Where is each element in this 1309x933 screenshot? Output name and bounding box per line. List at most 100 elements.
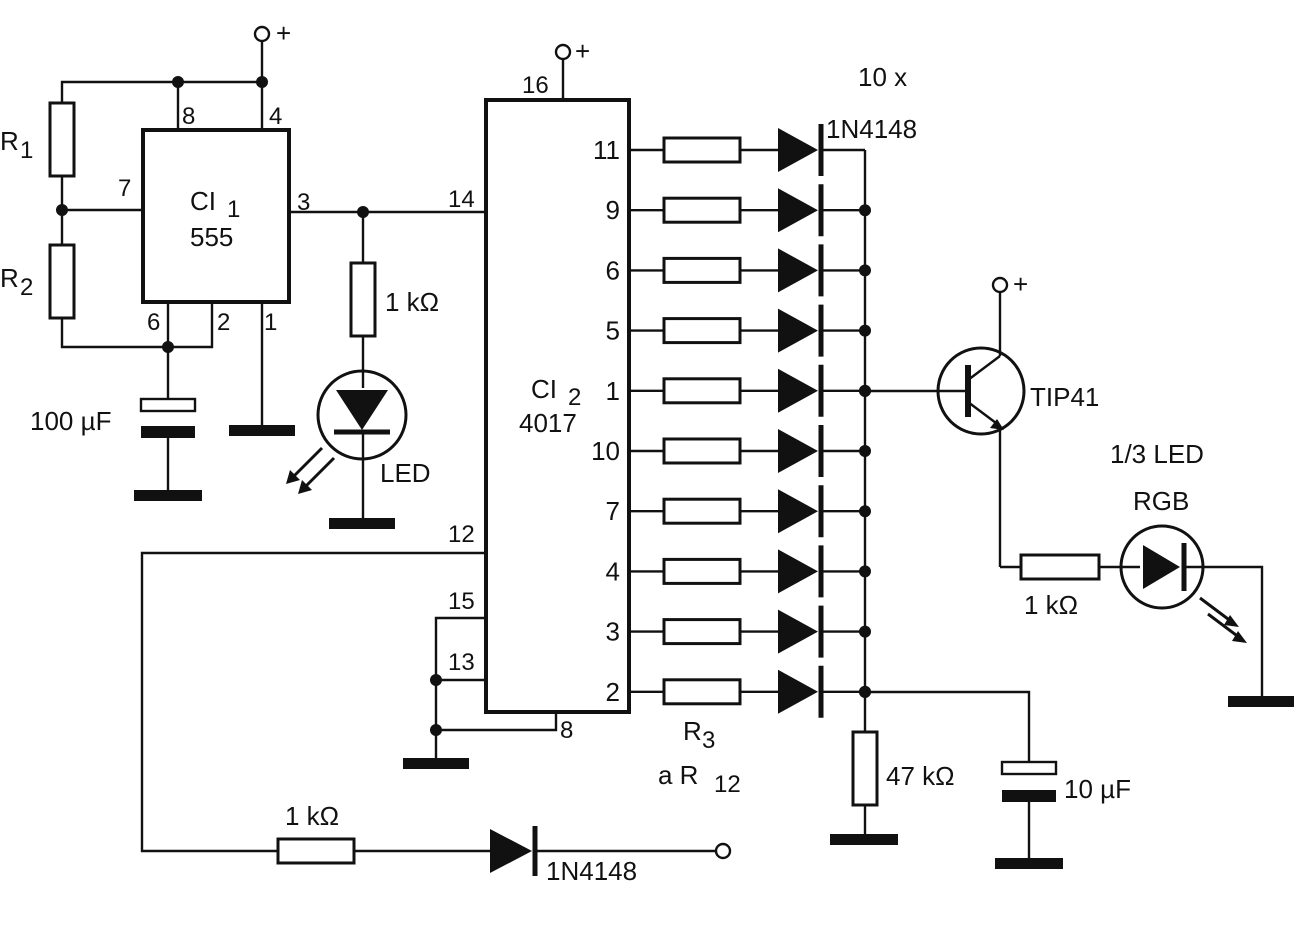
diode-output-7 <box>778 489 818 534</box>
ic2-4017-chip <box>484 98 631 714</box>
ic2-output-pin-10: 10 <box>591 436 620 466</box>
ic2-output-pin-4: 4 <box>606 556 620 586</box>
ground-symbol-10uf <box>995 858 1063 869</box>
resistor-output-9 <box>662 618 742 646</box>
ground-symbol-47k <box>830 834 898 845</box>
resistor-r2 <box>48 243 76 320</box>
ic2-output-pin-5: 5 <box>606 316 620 346</box>
ic2-output-pin-11: 11 <box>593 135 620 165</box>
ic2-type: 4017 <box>519 408 577 438</box>
ic2-output-pin-6: 6 <box>606 255 620 285</box>
ic2-name-sub: 2 <box>568 384 581 411</box>
resistor-reset-1k-label: 1 kΩ <box>285 801 339 831</box>
led-label: LED <box>380 458 431 488</box>
diodes-type-label: 1N4148 <box>826 114 917 144</box>
resistor-led-1k <box>349 261 377 338</box>
transistor-tip41 <box>865 291 1026 567</box>
capacitor-100uf-top <box>139 397 197 413</box>
capacitor-10uf-label: 10 µF <box>1064 774 1131 804</box>
reset-input-terminal <box>714 842 732 860</box>
capacitor-100uf-bottom <box>141 426 195 438</box>
ic1-pin-1: 1 <box>264 309 277 336</box>
transistor-label: TIP41 <box>1030 382 1099 412</box>
indicator-led <box>286 369 408 520</box>
ic1-type: 555 <box>190 222 233 252</box>
resistor-output-10 <box>662 678 742 706</box>
ic1-pin-4: 4 <box>269 103 282 130</box>
ic1-555-section: + CI 1 555 8 4 7 3 6 2 1 R 1 R 2 <box>0 18 486 529</box>
ic1-name-sub: 1 <box>227 196 240 223</box>
diode-reset <box>490 829 532 873</box>
resistor-led-1k-label: 1 kΩ <box>385 287 439 317</box>
resistor-47k <box>851 730 879 807</box>
ic1-name: CI <box>190 186 216 216</box>
capacitor-100uf-label: 100 µF <box>30 406 111 436</box>
output-ladder: 11 9 6 5 1 10 7 4 3 2 <box>591 124 871 718</box>
vcc-terminal-ic2 <box>554 43 572 61</box>
ic2-output-pin-9: 9 <box>606 195 620 225</box>
diodes-count-label: 10 x <box>858 62 907 92</box>
ic2-pin-15: 15 <box>448 588 475 615</box>
rgb-led-label-line1: 1/3 LED <box>1110 439 1204 469</box>
ground-symbol-c1 <box>134 490 202 501</box>
diode-output-4 <box>778 308 818 353</box>
r3-label: R <box>683 716 702 746</box>
ic2-name: CI <box>531 374 557 404</box>
vcc-terminal-ic1 <box>253 25 271 43</box>
resistor-rgb-1k-label: 1 kΩ <box>1024 590 1078 620</box>
r12-label-sub: 12 <box>714 771 741 798</box>
diode-output-6 <box>778 429 818 473</box>
resistor-rgb-1k <box>1019 553 1101 581</box>
r2-label: R <box>0 263 19 293</box>
r12-label: a R <box>658 760 698 790</box>
resistor-output-5 <box>662 377 742 405</box>
ic1-555-chip <box>141 128 291 304</box>
ic2-pin-13: 13 <box>448 649 475 676</box>
diode-output-10 <box>778 669 818 714</box>
resistor-output-1 <box>662 136 742 164</box>
r1-label: R <box>0 126 19 156</box>
ground-symbol-ic1 <box>229 425 295 436</box>
resistor-output-3 <box>662 256 742 284</box>
ground-symbol-led <box>329 518 395 529</box>
ic2-output-pin-1: 1 <box>606 376 620 406</box>
diode-output-5 <box>778 368 818 413</box>
ic1-pin-8: 8 <box>182 103 195 130</box>
rgb-led <box>1119 524 1264 698</box>
resistor-output-6 <box>662 437 742 465</box>
ic2-pin-8: 8 <box>560 717 573 744</box>
ic1-pin-7: 7 <box>118 175 131 202</box>
ic2-output-pin-3: 3 <box>606 617 620 647</box>
rgb-led-label-line2: RGB <box>1133 486 1189 516</box>
diode-output-9 <box>778 609 818 654</box>
diode-output-2 <box>778 188 818 233</box>
ic1-pin-3: 3 <box>297 189 310 216</box>
resistor-47k-label: 47 kΩ <box>886 761 955 791</box>
diode-output-3 <box>778 248 818 293</box>
resistor-output-7 <box>662 497 742 525</box>
r3-label-sub: 3 <box>702 727 715 754</box>
resistor-output-4 <box>662 317 742 345</box>
resistor-reset-1k <box>276 837 356 865</box>
vcc-terminal-transistor <box>991 276 1009 294</box>
ic2-output-pin-2: 2 <box>606 677 620 707</box>
resistor-output-2 <box>662 196 742 224</box>
ground-symbol-ic2 <box>403 758 469 769</box>
ic2-pin-16: 16 <box>522 72 549 99</box>
diode-reset-label: 1N4148 <box>546 856 637 886</box>
ic2-pin-14: 14 <box>448 186 475 213</box>
r2-label-sub: 2 <box>20 274 33 301</box>
vcc-plus-label-transistor: + <box>1013 269 1028 299</box>
diode-output-1 <box>778 128 818 172</box>
ic2-output-pin-7: 7 <box>606 496 620 526</box>
vcc-plus-label-ic1: + <box>276 18 291 48</box>
ic1-pin-6: 6 <box>147 309 160 336</box>
ground-symbol-rgb <box>1228 696 1294 707</box>
r1-label-sub: 1 <box>20 137 33 164</box>
capacitor-10uf-top <box>1000 760 1058 776</box>
ic2-pin-12: 12 <box>448 521 475 548</box>
resistor-r1 <box>48 101 76 178</box>
ic1-pin-2: 2 <box>217 309 230 336</box>
resistor-output-8 <box>662 557 742 585</box>
